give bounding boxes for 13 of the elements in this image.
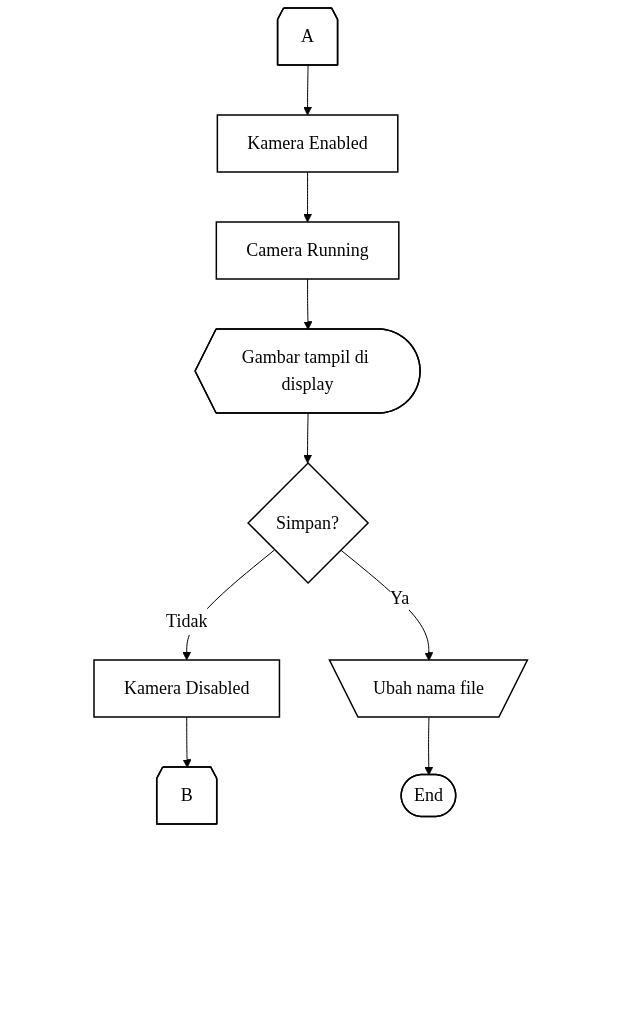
node-box: Kamera Enabled <box>216 114 399 173</box>
edge-label: Ya <box>389 587 410 608</box>
arrow <box>182 716 192 768</box>
node-box: Kamera Disabled <box>93 659 280 718</box>
arrow <box>424 717 433 776</box>
arrow <box>302 65 312 116</box>
node-diamond: Simpan? <box>246 461 369 585</box>
edge-label: Tidak <box>165 611 208 631</box>
arrow <box>302 413 312 464</box>
arrow <box>302 171 312 223</box>
arrow <box>303 278 313 330</box>
arrow <box>339 549 433 661</box>
node-box: Camera Running <box>215 221 400 280</box>
